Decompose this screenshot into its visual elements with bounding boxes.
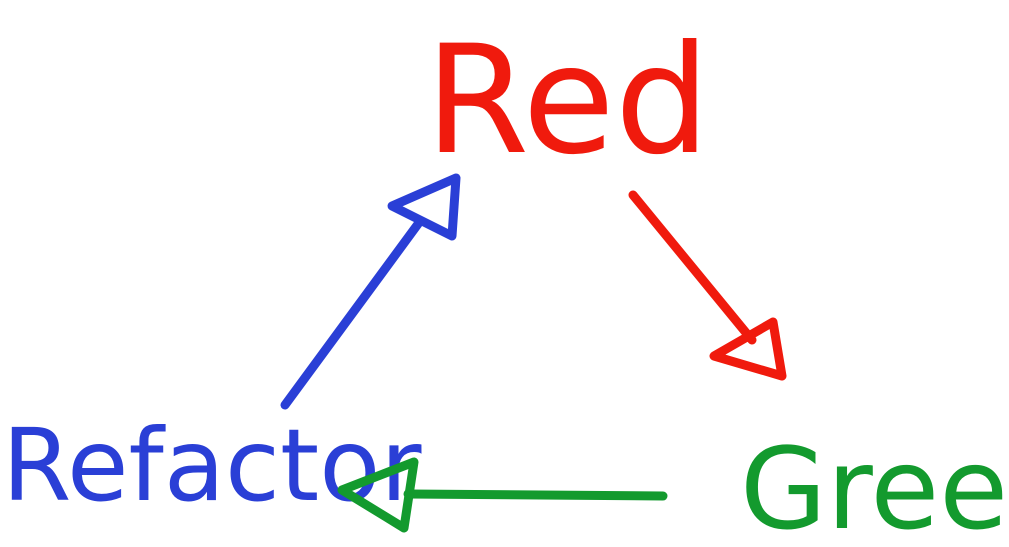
node-red-label: Red — [425, 14, 710, 188]
arrow-green-to-refactor — [337, 457, 668, 533]
node-green-label: Green — [740, 425, 1009, 547]
arrow-refactor-to-red — [280, 173, 461, 410]
arrow-red-to-green — [628, 190, 787, 381]
node-refactor-label: Refactor — [2, 407, 422, 524]
